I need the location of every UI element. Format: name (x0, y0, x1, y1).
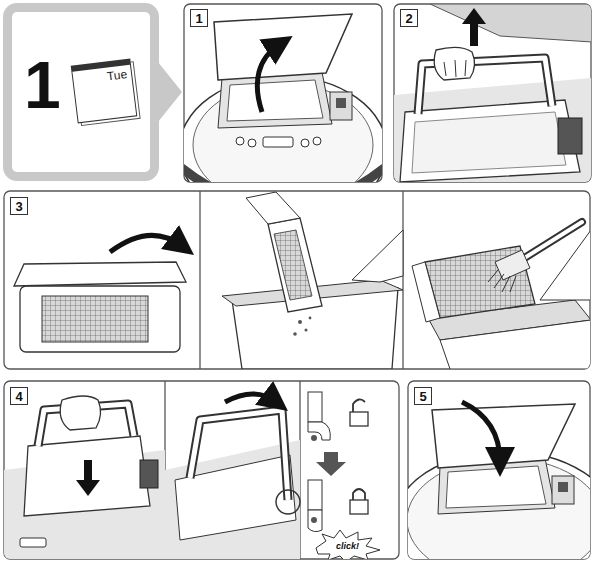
panel-frame (4, 191, 590, 369)
bin-insert (190, 410, 288, 500)
bin-insert (190, 410, 288, 500)
panel-frame (394, 4, 591, 182)
robot-lid-open (263, 137, 293, 147)
weekday-label: Tue (72, 65, 132, 88)
bin-emptying (268, 218, 322, 312)
bin-insert (350, 500, 368, 514)
bin-insert (311, 435, 317, 441)
bin-emptying (246, 192, 300, 224)
bin-insert (350, 412, 368, 426)
panel-divider (199, 191, 200, 369)
bin-emptying (14, 192, 590, 369)
bin-insert (4, 392, 380, 559)
bin-emptying (309, 317, 312, 320)
bin-emptying (20, 286, 180, 352)
bin-insert (311, 517, 317, 523)
panel-divider (165, 191, 403, 559)
bin-insert (316, 530, 380, 559)
bin-insert (76, 460, 100, 496)
robot-lid-close (558, 482, 568, 492)
click-label: click! (335, 542, 360, 551)
bin-emptying (14, 262, 186, 286)
bin-emptying (110, 235, 182, 252)
bin-lift (434, 47, 474, 80)
bin-emptying (518, 222, 582, 262)
bin-emptying (352, 230, 403, 282)
bin-emptying (298, 320, 302, 324)
bin-emptying (42, 296, 148, 342)
bin-emptying (425, 246, 535, 318)
bin-emptying (518, 222, 582, 262)
bin-lift (558, 118, 582, 154)
bin-insert (308, 422, 330, 440)
bin-lift (394, 4, 591, 182)
robot-lid-close (408, 451, 590, 559)
bin-lift (430, 4, 591, 42)
calendar-panel: 1 Tue (3, 3, 159, 181)
bin-insert (353, 489, 365, 500)
bin-insert (140, 460, 158, 488)
bin-emptying (495, 250, 530, 280)
bin-insert (165, 440, 300, 559)
bin-insert (308, 392, 322, 422)
robot-lid-close (432, 404, 575, 468)
robot-lid-close (408, 402, 590, 559)
robot-lid-open (313, 137, 321, 145)
panel-divider (402, 191, 403, 369)
robot-lid-close (462, 402, 500, 462)
bin-insert (308, 480, 322, 510)
bin-emptying (412, 262, 440, 322)
bin-insert (225, 394, 276, 402)
robot-lid-open (218, 72, 332, 128)
calendar-page: Tue (71, 59, 138, 124)
robot-lid-open (214, 14, 352, 80)
robot-lid-open (257, 44, 280, 112)
bin-insert (60, 396, 100, 430)
robot-lid-open (236, 137, 244, 145)
step-number: 5 (419, 390, 426, 403)
bin-insert (353, 399, 365, 412)
bin-emptying (274, 230, 312, 300)
bin-lift (462, 8, 486, 46)
step-box: 4 (10, 387, 28, 405)
step-number: 1 (195, 12, 202, 25)
step-number: 2 (405, 12, 412, 25)
bin-emptying (488, 270, 516, 292)
day-number: 1 (24, 52, 61, 118)
robot-lid-close (446, 466, 546, 508)
robot-lid-open (301, 139, 309, 147)
bin-insert (316, 452, 346, 476)
step-box: 2 (400, 9, 418, 27)
bin-lift (400, 100, 580, 182)
robot-lid-close (408, 458, 590, 559)
bin-emptying (305, 329, 308, 332)
step-box: 5 (414, 387, 432, 405)
step-number: 4 (15, 390, 22, 403)
robot-lid-open (227, 80, 323, 121)
step-number: 3 (15, 200, 22, 213)
step-box: 3 (10, 197, 28, 215)
robot-lid-open (184, 14, 382, 182)
bin-lift (412, 112, 566, 173)
bin-insert (24, 436, 150, 516)
robot-lid-open (248, 139, 256, 147)
bin-emptying (293, 332, 297, 336)
bin-insert (308, 510, 322, 532)
bin-emptying (440, 320, 590, 369)
bin-insert (20, 538, 46, 547)
robot-lid-open (184, 165, 382, 182)
bin-insert (276, 490, 300, 514)
robot-lid-open (330, 92, 352, 120)
step-box: 1 (190, 9, 208, 27)
chevron-arrow (158, 62, 182, 122)
panel-frame (4, 4, 591, 559)
robot-lid-close (552, 476, 574, 504)
robot-lid-open (336, 98, 346, 108)
robot-lid-open (184, 76, 382, 182)
bin-lift (444, 60, 466, 77)
bin-emptying (293, 317, 311, 336)
